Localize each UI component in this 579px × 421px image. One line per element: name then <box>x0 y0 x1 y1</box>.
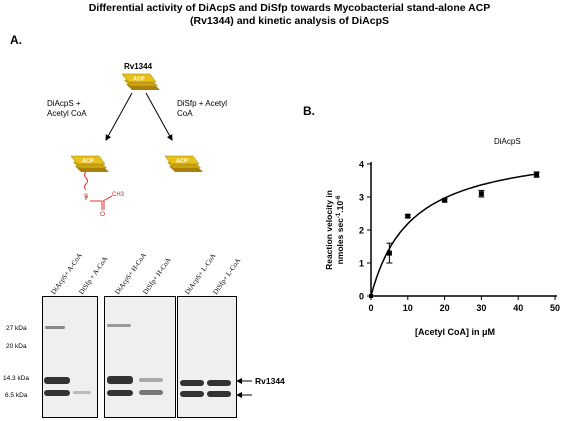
gel-band <box>207 391 231 397</box>
thioester-o: O <box>100 211 105 218</box>
x-tick-label: 40 <box>513 303 523 313</box>
gel-panel-1 <box>42 296 98 418</box>
left-reaction-label: DiAcpS + Acetyl CoA <box>47 99 87 119</box>
data-point <box>405 213 411 219</box>
gel-band <box>107 376 133 384</box>
y-tick-label: 3 <box>359 193 364 203</box>
gel-band <box>107 324 131 327</box>
x-tick-label: 0 <box>368 303 373 313</box>
left-reaction-line2: Acetyl CoA <box>47 109 87 118</box>
acp-stack-right: ACP <box>164 155 203 172</box>
y-tick-label: 4 <box>359 160 364 170</box>
gel-band <box>73 391 91 394</box>
y-tick-label: 2 <box>359 226 364 236</box>
data-point <box>386 250 392 256</box>
fit-curve <box>370 173 537 297</box>
figure-title-line2: (Rv1344) and kinetic analysis of DiAcpS <box>190 15 389 27</box>
thioester-s: S <box>84 193 89 200</box>
kinetics-chart: DiAcpS 0 10 20 30 40 50 0 1 2 3 4 [Acetyl CoA] in … <box>324 137 560 337</box>
panel-a-letter: A. <box>10 33 22 47</box>
thioester-group <box>84 171 113 210</box>
reaction-scheme: ACP ACP S O CH3 ACP <box>70 73 203 218</box>
lane-label-2: DiSfp + A-CoA <box>77 255 110 296</box>
right-reaction-line1: DiSfp + Acetyl <box>177 99 228 108</box>
acp-stack-left: ACP <box>70 155 109 172</box>
x-tick-label: 30 <box>476 303 486 313</box>
x-tick-label: 20 <box>440 303 450 313</box>
y-tick-label: 0 <box>359 292 364 302</box>
figure-title: Differential activity of DiAcpS and DiSf… <box>0 2 579 28</box>
y-axis-title: Reaction velocity in nmoles sec-1.10-6 <box>324 190 345 270</box>
x-axis-title: [Acetyl CoA] in μM <box>415 327 495 337</box>
x-tick-label: 50 <box>550 303 560 313</box>
y-axis-title-line2: nmoles sec-1.10-6 <box>335 195 345 264</box>
gel-band-label: Rv1344 <box>255 376 285 386</box>
marker-6: 6.5 kDa <box>5 392 28 399</box>
y-tick-label: 1 <box>359 259 364 269</box>
lane-label-6: DiSfp+ L-CoA <box>211 256 243 296</box>
lane-label-4: DiSfp+ H-CoA <box>141 256 173 296</box>
data-point <box>534 172 540 178</box>
gel-band <box>44 377 70 384</box>
acp-label-top: ACP <box>133 77 145 83</box>
left-reaction-line1: DiAcpS + <box>47 99 81 108</box>
gel-band <box>44 390 70 396</box>
arrow-right <box>145 92 173 141</box>
figure-title-line1: Differential activity of DiAcpS and DiSf… <box>88 2 491 14</box>
panel-b-letter: B. <box>303 104 315 118</box>
gel-band <box>139 378 163 382</box>
protein-label: Rv1344 <box>124 62 153 71</box>
y-axis-title-line1: Reaction velocity in <box>324 190 334 270</box>
marker-20: 20 kDa <box>6 343 27 350</box>
acp-label-left: ACP <box>82 159 94 165</box>
gel-panel-3 <box>177 296 237 418</box>
acp-label-right: ACP <box>176 159 188 165</box>
gel-band <box>180 391 204 397</box>
acp-stack-top: ACP <box>121 73 160 90</box>
gel-band <box>207 380 231 386</box>
gel-band <box>107 390 133 396</box>
right-reaction-line2: CoA <box>177 109 193 118</box>
thioester-ch3: CH3 <box>112 192 125 198</box>
right-reaction-label: DiSfp + Acetyl CoA <box>177 99 227 119</box>
marker-14: 14.3 kDa <box>3 375 30 382</box>
data-point <box>478 191 484 197</box>
x-tick-label: 10 <box>403 303 413 313</box>
gel-band <box>139 390 163 395</box>
chart-title: DiAcpS <box>494 137 521 146</box>
arrow-left <box>105 92 133 141</box>
marker-27: 27 kDa <box>6 325 27 332</box>
origin-point <box>369 294 373 298</box>
gel-band <box>180 380 204 386</box>
gel-band <box>45 326 65 329</box>
data-point <box>442 197 448 203</box>
gel-arrows <box>236 378 252 398</box>
plot-area: 0 10 20 30 40 50 0 1 2 3 4 <box>359 160 560 314</box>
gel-panel-2 <box>104 296 176 418</box>
